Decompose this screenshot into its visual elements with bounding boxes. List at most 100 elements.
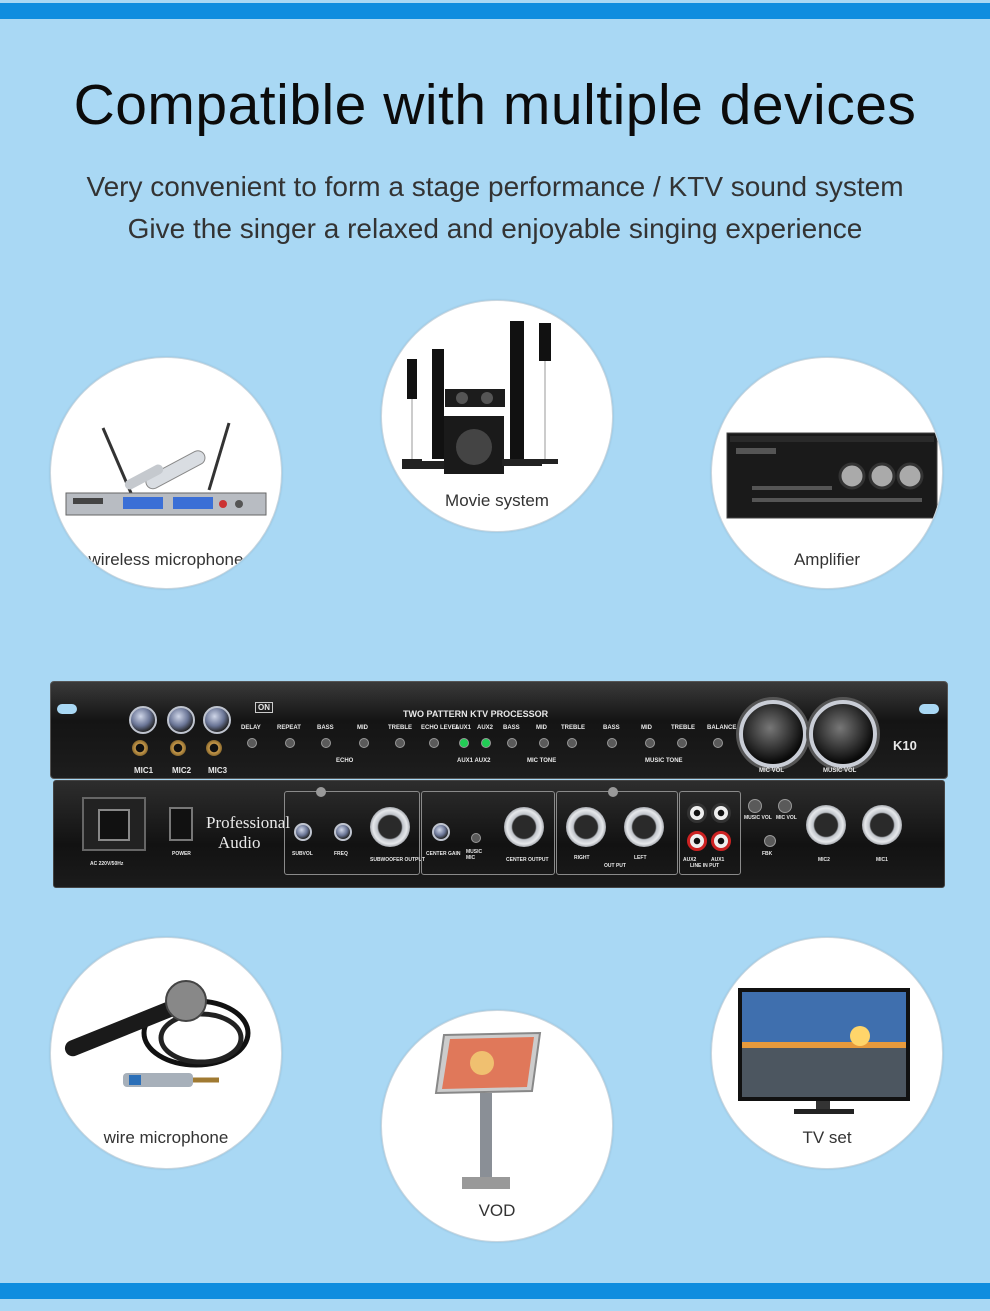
echo-group-label: ECHO bbox=[336, 758, 354, 764]
wireless-microphone-caption: wireless microphone bbox=[88, 550, 244, 569]
mic-vol-rear-label: MIC VOL bbox=[776, 815, 797, 821]
music-label: MUSIC bbox=[466, 849, 483, 855]
left-label: LEFT bbox=[634, 855, 647, 861]
line-input-section bbox=[679, 791, 741, 875]
movie-system-card: Movie system bbox=[381, 300, 613, 532]
center-output-label: CENTER OUTPUT bbox=[506, 857, 549, 863]
subtitle-line-1: Very convenient to form a stage performa… bbox=[86, 171, 904, 202]
rack-hole bbox=[57, 704, 77, 714]
wireless-microphone-image bbox=[65, 422, 267, 516]
amplifier-card: Amplifier bbox=[711, 357, 943, 589]
processor-heading: TWO PATTERN KTV PROCESSOR bbox=[403, 709, 549, 719]
freq-knob[interactable] bbox=[334, 823, 352, 841]
mic3-volume-knob[interactable] bbox=[203, 706, 231, 734]
knob-label: AUX1 bbox=[455, 725, 472, 731]
music-mid-knob[interactable] bbox=[645, 738, 655, 748]
aux2-rca-red[interactable] bbox=[687, 831, 707, 851]
subwoofer-output-xlr[interactable] bbox=[370, 807, 410, 847]
balance-knob[interactable] bbox=[713, 738, 723, 748]
tv-set-image bbox=[738, 988, 910, 1114]
subvol-label: SUBVOL bbox=[292, 851, 313, 857]
music-vol-rear-label: MUSIC VOL bbox=[744, 815, 772, 821]
amplifier-caption: Amplifier bbox=[793, 550, 861, 569]
mic1-label: MIC1 bbox=[134, 766, 154, 775]
mic1-xlr-input[interactable] bbox=[862, 805, 902, 845]
mic3-label: MIC3 bbox=[208, 766, 228, 775]
aux2-rca-white[interactable] bbox=[687, 803, 707, 823]
center-gain-knob[interactable] bbox=[432, 823, 450, 841]
wire-microphone-image bbox=[64, 980, 251, 1087]
bottom-accent-bar bbox=[0, 1283, 990, 1299]
echo-bass-knob[interactable] bbox=[321, 738, 331, 748]
aux-group-label: AUX1 AUX2 bbox=[457, 758, 491, 764]
mic-volume-knob[interactable] bbox=[739, 700, 807, 768]
movie-system-image bbox=[402, 321, 558, 474]
tv-set-card: TV set bbox=[711, 937, 943, 1169]
processor-front-panel: TWO PATTERN KTV PROCESSOR ON MIC1 MIC2 M… bbox=[50, 681, 948, 779]
music-volume-knob[interactable] bbox=[809, 700, 877, 768]
brand-line-1: Professional bbox=[206, 813, 291, 832]
right-output-xlr[interactable] bbox=[566, 807, 606, 847]
fbk-button[interactable] bbox=[764, 835, 776, 847]
aux1-rca-white[interactable] bbox=[711, 803, 731, 823]
music-vol-button[interactable] bbox=[748, 799, 762, 813]
mic-treble-knob[interactable] bbox=[567, 738, 577, 748]
aux1-rca-red[interactable] bbox=[711, 831, 731, 851]
music-tone-group-label: MUSIC TONE bbox=[645, 758, 683, 764]
knob-label: MID bbox=[536, 725, 547, 731]
rack-hole bbox=[919, 704, 939, 714]
center-output-xlr[interactable] bbox=[504, 807, 544, 847]
mic1-jack[interactable] bbox=[132, 740, 148, 756]
knob-label: BASS bbox=[503, 725, 520, 731]
right-label: RIGHT bbox=[574, 855, 590, 861]
mic-mid-knob[interactable] bbox=[539, 738, 549, 748]
out-put-label: OUT PUT bbox=[604, 863, 626, 869]
mic2-volume-knob[interactable] bbox=[167, 706, 195, 734]
knob-label: REPEAT bbox=[277, 725, 301, 731]
screw bbox=[316, 787, 326, 797]
echo-treble-knob[interactable] bbox=[395, 738, 405, 748]
aux1-led bbox=[459, 738, 469, 748]
voltage-rating: AC 220V/50Hz bbox=[90, 861, 124, 867]
repeat-knob[interactable] bbox=[285, 738, 295, 748]
subvol-knob[interactable] bbox=[294, 823, 312, 841]
aux2-led bbox=[481, 738, 491, 748]
echo-level-knob[interactable] bbox=[429, 738, 439, 748]
subwoofer-section bbox=[284, 791, 420, 875]
aux1-label: AUX1 bbox=[711, 857, 725, 863]
processor-rear-panel: AC 220V/50Hz POWER Professional Audio SU… bbox=[53, 780, 945, 888]
power-inlet[interactable] bbox=[82, 797, 146, 851]
mic1-volume-knob[interactable] bbox=[129, 706, 157, 734]
mic3-jack[interactable] bbox=[206, 740, 222, 756]
knob-label: BALANCE bbox=[707, 725, 737, 731]
knob-label: AUX2 bbox=[477, 725, 494, 731]
echo-mid-knob[interactable] bbox=[359, 738, 369, 748]
center-section bbox=[421, 791, 555, 875]
fbk-label: FBK bbox=[762, 851, 773, 857]
wireless-microphone-card: wireless microphone bbox=[50, 357, 282, 589]
center-gain-label: CENTER GAIN bbox=[426, 851, 461, 857]
left-output-xlr[interactable] bbox=[624, 807, 664, 847]
brand-line-2: Audio bbox=[218, 833, 261, 852]
knob-label: MID bbox=[357, 725, 368, 731]
music-treble-knob[interactable] bbox=[677, 738, 687, 748]
movie-system-caption: Movie system bbox=[445, 491, 549, 510]
mic-bass-knob[interactable] bbox=[507, 738, 517, 748]
subwoofer-label: SUBWOOFER OUTPUT bbox=[370, 857, 425, 863]
power-switch[interactable] bbox=[169, 807, 193, 841]
mic-label: MIC bbox=[466, 855, 476, 861]
knob-label: BASS bbox=[317, 725, 334, 731]
knob-label: TREBLE bbox=[388, 725, 412, 731]
music-vol-label: MUSIC VOL bbox=[823, 768, 857, 774]
tv-set-caption: TV set bbox=[802, 1128, 852, 1147]
mic2-xlr-input[interactable] bbox=[806, 805, 846, 845]
music-mic-switch[interactable] bbox=[471, 833, 481, 843]
delay-knob[interactable] bbox=[247, 738, 257, 748]
knob-label: BASS bbox=[603, 725, 620, 731]
knob-label: DELAY bbox=[241, 725, 261, 731]
aux2-label: AUX2 bbox=[683, 857, 697, 863]
music-bass-knob[interactable] bbox=[607, 738, 617, 748]
mic-vol-label: MIC VOL bbox=[759, 768, 784, 774]
mic-vol-button[interactable] bbox=[778, 799, 792, 813]
mic2-jack[interactable] bbox=[170, 740, 186, 756]
